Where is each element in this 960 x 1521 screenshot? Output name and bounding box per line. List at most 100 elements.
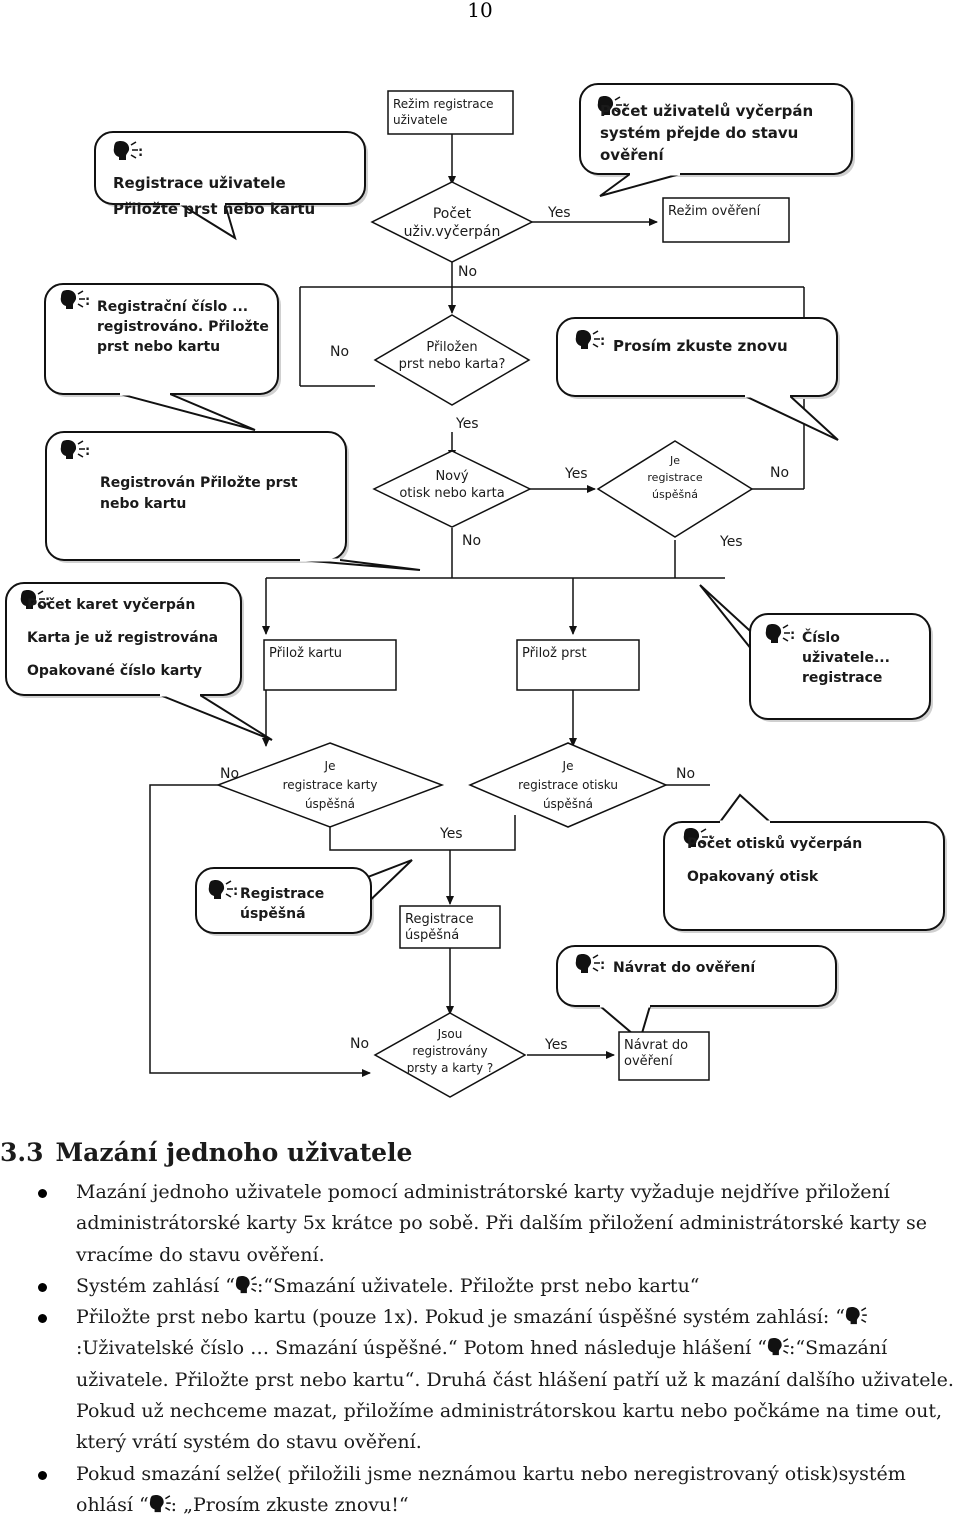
bullet-item: Pokud smazání selže( přiložili jsme nezn… <box>0 1459 960 1521</box>
speaker-head <box>683 827 700 847</box>
speaker-icon: : <box>60 289 90 309</box>
diagram-text: systém přejde do stavu <box>600 124 798 142</box>
diagram-text: ověření <box>600 146 665 164</box>
page-number: 10 <box>467 0 493 22</box>
speaker-waves <box>592 330 600 348</box>
no-label: No <box>350 1036 369 1052</box>
speaker-icon: : <box>597 95 627 115</box>
decision-diamond <box>372 450 532 528</box>
connector-d5-no <box>149 784 371 1077</box>
speaker-icon: : <box>683 827 713 847</box>
speaker-colon: : <box>790 628 795 643</box>
decision-diamond <box>596 440 754 538</box>
diagram-text: prsty a karty ? <box>407 1061 494 1075</box>
process-box <box>618 1031 710 1081</box>
bubble-body <box>749 613 931 720</box>
diagram-text: úspěšná <box>652 488 698 501</box>
diagram-text: nebo kartu <box>100 496 186 512</box>
speaker-icon <box>845 1307 867 1325</box>
diagram-text: Registrován Přiložte prst <box>100 475 298 491</box>
speaker-colon: : <box>708 832 713 847</box>
diagram-text: Prosím zkuste znovu <box>613 337 788 355</box>
diagram-text: uživ.vyčerpán <box>404 224 501 240</box>
speaker-colon: : <box>85 444 90 459</box>
speaker-waves <box>37 590 45 608</box>
process-box <box>263 639 397 691</box>
diagram-text: Přiložte prst nebo kartu <box>113 200 315 218</box>
diagram-text: registrace <box>802 670 882 686</box>
process-box <box>387 90 514 135</box>
diagram-text: Registrace uživatele <box>113 174 286 192</box>
diagram-text: Je <box>562 759 574 773</box>
speaker-icon: : <box>208 879 238 899</box>
yes-label: Yes <box>439 826 463 842</box>
bubble-body <box>556 317 838 397</box>
bubble-tail <box>159 694 273 741</box>
bullet-item: Mazání jednoho uživatele pomocí administ… <box>0 1177 960 1271</box>
bullet-text: :“Smazání uživatele. Přiložte prst nebo … <box>257 1274 700 1297</box>
diagram-text: Návrat do ověření <box>613 960 756 976</box>
diagram-text: úspěšná <box>543 797 593 811</box>
decision-diamond <box>373 1012 527 1098</box>
diagram-text: prst nebo karta? <box>399 357 506 372</box>
speaker-icon <box>767 1338 789 1356</box>
diagram-text: Opakované číslo karty <box>27 663 202 679</box>
diagram-text: Počet <box>433 206 472 222</box>
diagram-text: Registrační číslo ... <box>97 299 248 315</box>
speaker-head <box>765 623 782 643</box>
decision-d1: Počet uživ.vyčerpán <box>370 181 534 263</box>
speech-bubble-b10: :Návrat do ověření <box>556 945 839 1042</box>
speaker-icon: : <box>575 329 605 349</box>
speaker-head <box>575 329 592 349</box>
speaker-head <box>597 95 614 115</box>
decision-diamond <box>370 181 534 263</box>
bubble-tail <box>119 393 256 431</box>
speaker-icon: : <box>60 439 90 459</box>
speaker-colon: : <box>233 884 238 899</box>
process-box <box>516 639 640 691</box>
speech-bubble-b4: : Prosím zkuste znovu <box>556 317 840 441</box>
bullet-marker <box>38 1314 47 1324</box>
bubble-body <box>663 821 945 931</box>
speaker-waves <box>77 290 85 308</box>
decision-d2: Přiložen prst nebo karta? <box>373 314 531 406</box>
bullet-text: Přiložte prst nebo kartu (pouze 1x). Pok… <box>76 1306 846 1329</box>
process-box-attach_finger: Přilož prst <box>516 639 640 691</box>
bubble-body <box>45 431 347 561</box>
speaker-waves <box>592 954 600 972</box>
speaker-icon <box>149 1494 171 1513</box>
process-box-mode_ver: Režim ověření <box>662 197 790 243</box>
speaker-icon: : <box>765 623 795 643</box>
diagram-text: ověření <box>624 1054 673 1069</box>
yes-label: Yes <box>547 205 571 221</box>
connector-d6-yes <box>450 815 516 851</box>
bullet-text: Mazání jednoho uživatele pomocí administ… <box>76 1181 927 1266</box>
speaker-waves <box>77 440 85 458</box>
bullet-item: Přiložte prst nebo kartu (pouze 1x). Pok… <box>0 1302 960 1458</box>
bullet-marker <box>38 1189 47 1198</box>
diagram-text: Karta je už registrována <box>27 630 218 646</box>
diagram-text: Přilož prst <box>522 646 587 661</box>
no-label: No <box>462 533 481 549</box>
bullet-text: Systém zahlásí “ <box>76 1274 235 1297</box>
bubble-body <box>556 945 837 1007</box>
process-box <box>399 905 501 949</box>
diagram-text: uživatele <box>393 113 448 127</box>
bullet-text: : „Prosím zkuste znovu!“ <box>170 1493 409 1516</box>
diagram-text: Přiložen <box>426 340 477 355</box>
speaker-head <box>113 140 130 160</box>
diagram-text: úspěšná <box>405 928 459 943</box>
diagram-text: úspěšná <box>305 797 355 811</box>
diagram-text: Registrace <box>405 912 474 927</box>
speaker-waves <box>614 96 622 114</box>
decision-diamond <box>373 314 531 406</box>
